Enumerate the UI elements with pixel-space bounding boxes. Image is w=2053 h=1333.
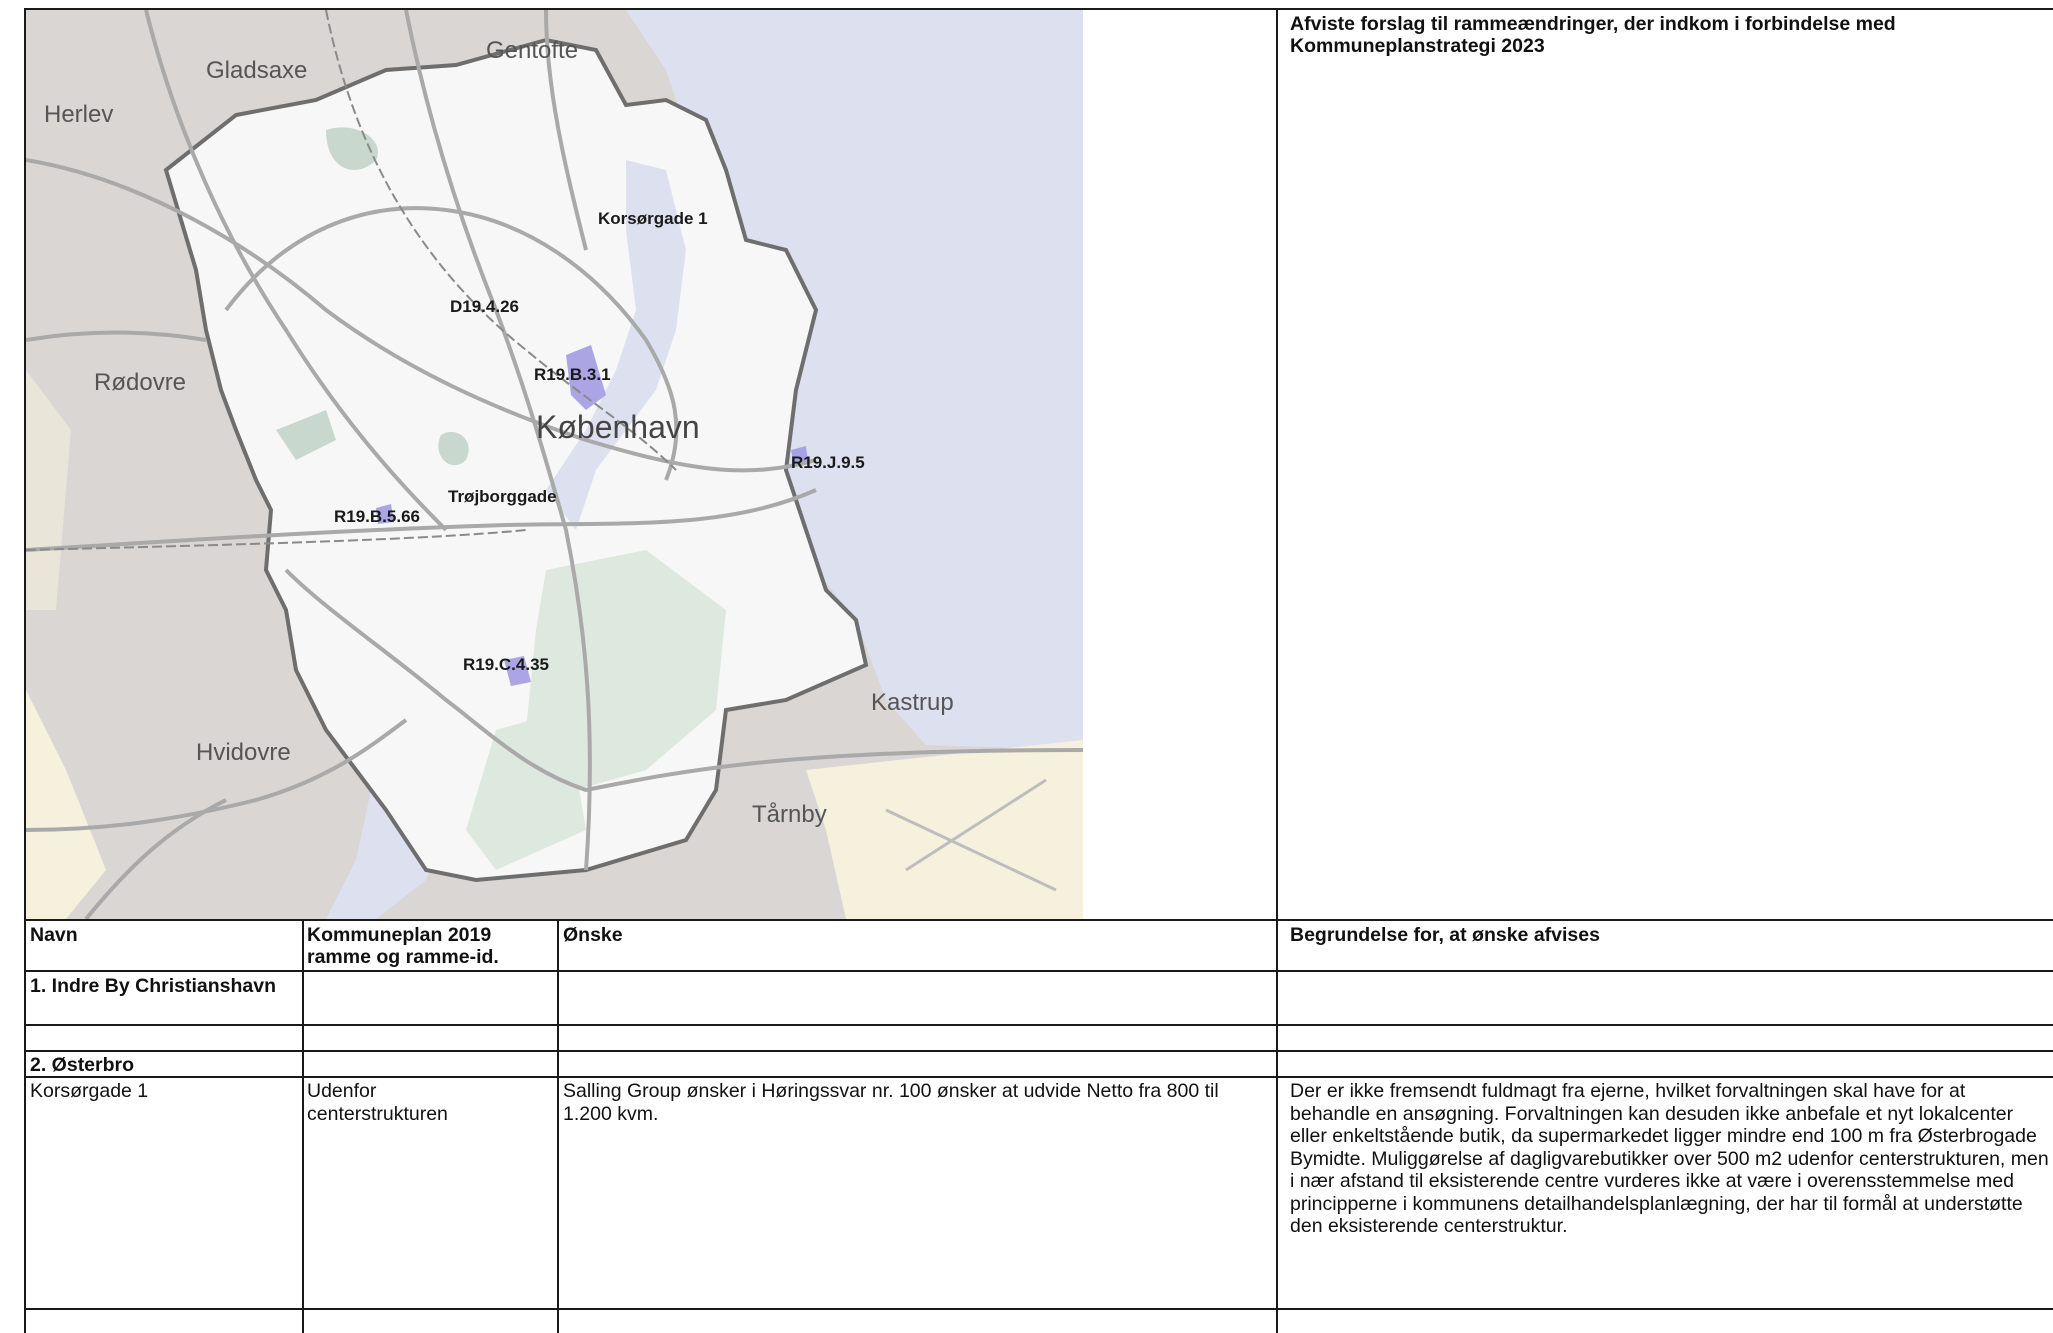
map-town-label: Gentofte xyxy=(486,37,578,64)
cell-navn: Korsørgade 1 xyxy=(30,1080,149,1102)
map-town-label: Rødovre xyxy=(94,369,186,396)
section-heading: 2. Østerbro xyxy=(30,1054,135,1076)
map-site-label: R19.B.5.66 xyxy=(334,507,420,526)
map-site-label: R19.B.3.1 xyxy=(534,365,611,384)
map-site-label: Trøjborggade xyxy=(448,487,557,506)
table-border xyxy=(557,919,559,1333)
cell-ramme: Udenfor centerstrukturen xyxy=(307,1080,448,1125)
map-town-label: Hvidovre xyxy=(196,739,291,766)
map-site-label: R19.J.9.5 xyxy=(791,453,865,472)
map-site-label: R19.C.4.35 xyxy=(463,655,549,674)
section-heading: 1. Indre By Christianshavn xyxy=(30,975,276,997)
cell-begrundelse: Der er ikke fremsendt fuldmagt fra ejern… xyxy=(1290,1080,2049,1237)
map-town-label: Herlev xyxy=(44,101,113,128)
column-header-navn: Navn xyxy=(30,924,78,946)
column-header-ramme: Kommuneplan 2019 ramme og ramme-id. xyxy=(307,924,499,968)
document-title: Afviste forslag til rammeændringer, der … xyxy=(1290,13,1896,57)
table-border xyxy=(24,1024,2053,1026)
column-header-onske: Ønske xyxy=(563,924,623,946)
table-border xyxy=(24,1076,2053,1078)
map-town-label: København xyxy=(536,409,700,445)
table-border xyxy=(24,1050,2053,1052)
map-site-label: D19.4.26 xyxy=(450,297,519,316)
table-border xyxy=(302,919,304,1333)
cell-onske: Salling Group ønsker i Høringssvar nr. 1… xyxy=(563,1080,1219,1125)
table-border xyxy=(24,970,2053,972)
table-border xyxy=(24,919,2053,921)
map-town-label: Gladsaxe xyxy=(206,57,307,84)
map-image: Gentofte Gladsaxe Herlev Rødovre Københa… xyxy=(26,10,1083,919)
column-header-begrundelse: Begrundelse for, at ønske afvises xyxy=(1290,924,1600,946)
table-border xyxy=(24,8,2053,10)
table-border xyxy=(1276,8,1278,1333)
map-site-label: Korsørgade 1 xyxy=(598,209,708,228)
table-border xyxy=(24,1308,2053,1310)
table-border xyxy=(24,8,26,1333)
map-town-label: Kastrup xyxy=(871,689,954,716)
map-town-label: Tårnby xyxy=(752,801,827,828)
